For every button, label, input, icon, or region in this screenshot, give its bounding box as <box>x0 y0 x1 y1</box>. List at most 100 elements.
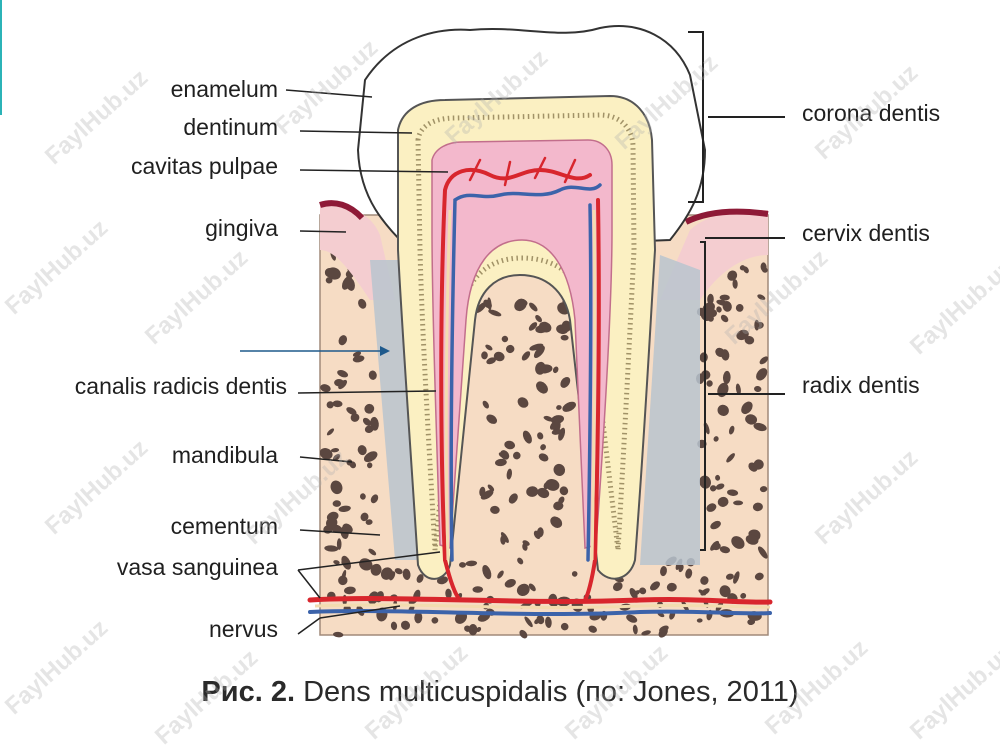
bone-spot <box>495 458 507 467</box>
bone-spot <box>706 503 717 512</box>
bone-spot <box>465 560 478 567</box>
bone-spot <box>538 453 549 462</box>
bone-spot <box>493 351 505 362</box>
label-radix-dentis: radix dentis <box>802 372 920 398</box>
bone-spot <box>360 512 369 522</box>
bone-spot <box>338 335 348 346</box>
bone-spot <box>685 568 693 579</box>
bone-spot <box>735 304 744 312</box>
bone-spot <box>698 589 706 596</box>
pulp-cavity <box>431 139 613 549</box>
bone-spot <box>533 345 545 358</box>
bone-spot <box>719 294 730 301</box>
bone-spot <box>506 344 515 354</box>
bone-spot <box>517 298 528 306</box>
bone-spot <box>363 451 378 463</box>
bone-spot <box>537 432 544 440</box>
bone-spot <box>326 401 334 409</box>
bone-spot <box>344 586 356 595</box>
bone-spot <box>330 448 340 453</box>
label-vasa-sanguinea: vasa sanguinea <box>116 554 278 580</box>
bone-spot <box>754 385 762 393</box>
bone-spot <box>706 380 713 387</box>
bone-spot <box>717 496 729 507</box>
bone-spot <box>445 588 452 599</box>
bone-spot <box>757 546 768 559</box>
bone-spot <box>757 294 766 300</box>
bone-spot <box>522 430 532 444</box>
bone-spot <box>481 351 488 360</box>
bone-spot <box>556 405 562 410</box>
bone-spot <box>337 370 349 378</box>
bone-spot <box>431 617 439 624</box>
bone-spot <box>545 616 552 628</box>
bone-spot <box>710 540 720 551</box>
bone-spot <box>517 557 524 565</box>
gingiva-edge <box>319 200 365 221</box>
bone-spot <box>722 370 731 385</box>
bone-spot <box>346 407 357 415</box>
bone-spot <box>341 276 353 290</box>
bone-spot <box>517 397 529 408</box>
bone-spot <box>741 401 753 415</box>
caption-prefix: Рис. 2. <box>201 676 296 708</box>
bone-spot <box>400 620 411 630</box>
bone-spot <box>754 572 764 581</box>
bone-spot <box>744 335 755 345</box>
figure-caption: Рис. 2. Dens multicuspidalis (по: Jones,… <box>0 676 1000 709</box>
bone-spot <box>472 586 484 593</box>
slide-edge-bar <box>0 0 2 115</box>
bone-spot <box>660 566 667 577</box>
bone-spot <box>497 570 504 579</box>
bone-spot <box>551 428 562 435</box>
bone-spot <box>486 357 497 365</box>
bone-spot <box>482 400 489 409</box>
bone-spot <box>368 548 377 556</box>
bone-spot <box>526 486 539 497</box>
bone-spot <box>529 343 544 351</box>
bone-spot <box>519 629 528 639</box>
bone-spot <box>721 349 730 361</box>
bone-spot <box>488 309 502 317</box>
bone-spot <box>720 314 729 323</box>
bone-spot <box>732 279 738 289</box>
bone-spot <box>414 611 423 624</box>
bone-spot <box>370 416 379 431</box>
bone-spot <box>560 376 571 388</box>
bone-spot <box>320 448 333 460</box>
bone-spot <box>468 624 478 636</box>
bone-spot <box>588 625 597 633</box>
bone-spot <box>715 474 721 481</box>
bone-spot <box>666 582 677 592</box>
bone-spot <box>508 493 518 504</box>
bone-spot <box>540 444 546 451</box>
bone-spot <box>324 267 335 278</box>
label-nervus: nervus <box>208 616 278 642</box>
bone-spot <box>487 484 495 492</box>
bone-spot <box>333 454 341 461</box>
bone-spot <box>553 463 566 476</box>
bone-spot <box>659 625 669 633</box>
bone-spot <box>753 459 764 470</box>
bone-spot <box>332 400 343 408</box>
bone-spot <box>703 308 717 318</box>
bone-spot <box>533 530 541 539</box>
nervus-fibers <box>314 209 771 610</box>
bone-spot <box>528 583 536 592</box>
bone-spot <box>338 575 348 586</box>
bone-spot <box>736 329 749 341</box>
bone-spot <box>459 562 466 568</box>
caption-text: Dens multicuspidalis (по: Jones, 2011) <box>295 676 799 708</box>
bone-spot <box>486 414 498 424</box>
bone-spot <box>359 493 366 500</box>
bone-spot <box>632 624 638 635</box>
bone-spot <box>390 621 398 631</box>
bone-spot <box>715 483 725 490</box>
label-canalis-radicis-dentis: canalis radicis dentis <box>74 373 287 399</box>
bone-spot <box>476 626 482 633</box>
bone-spot <box>350 413 360 422</box>
bone-spot <box>727 270 738 281</box>
label-corona-dentis: corona dentis <box>802 100 941 126</box>
bone-spot <box>543 482 549 490</box>
bone-spot <box>512 451 521 460</box>
